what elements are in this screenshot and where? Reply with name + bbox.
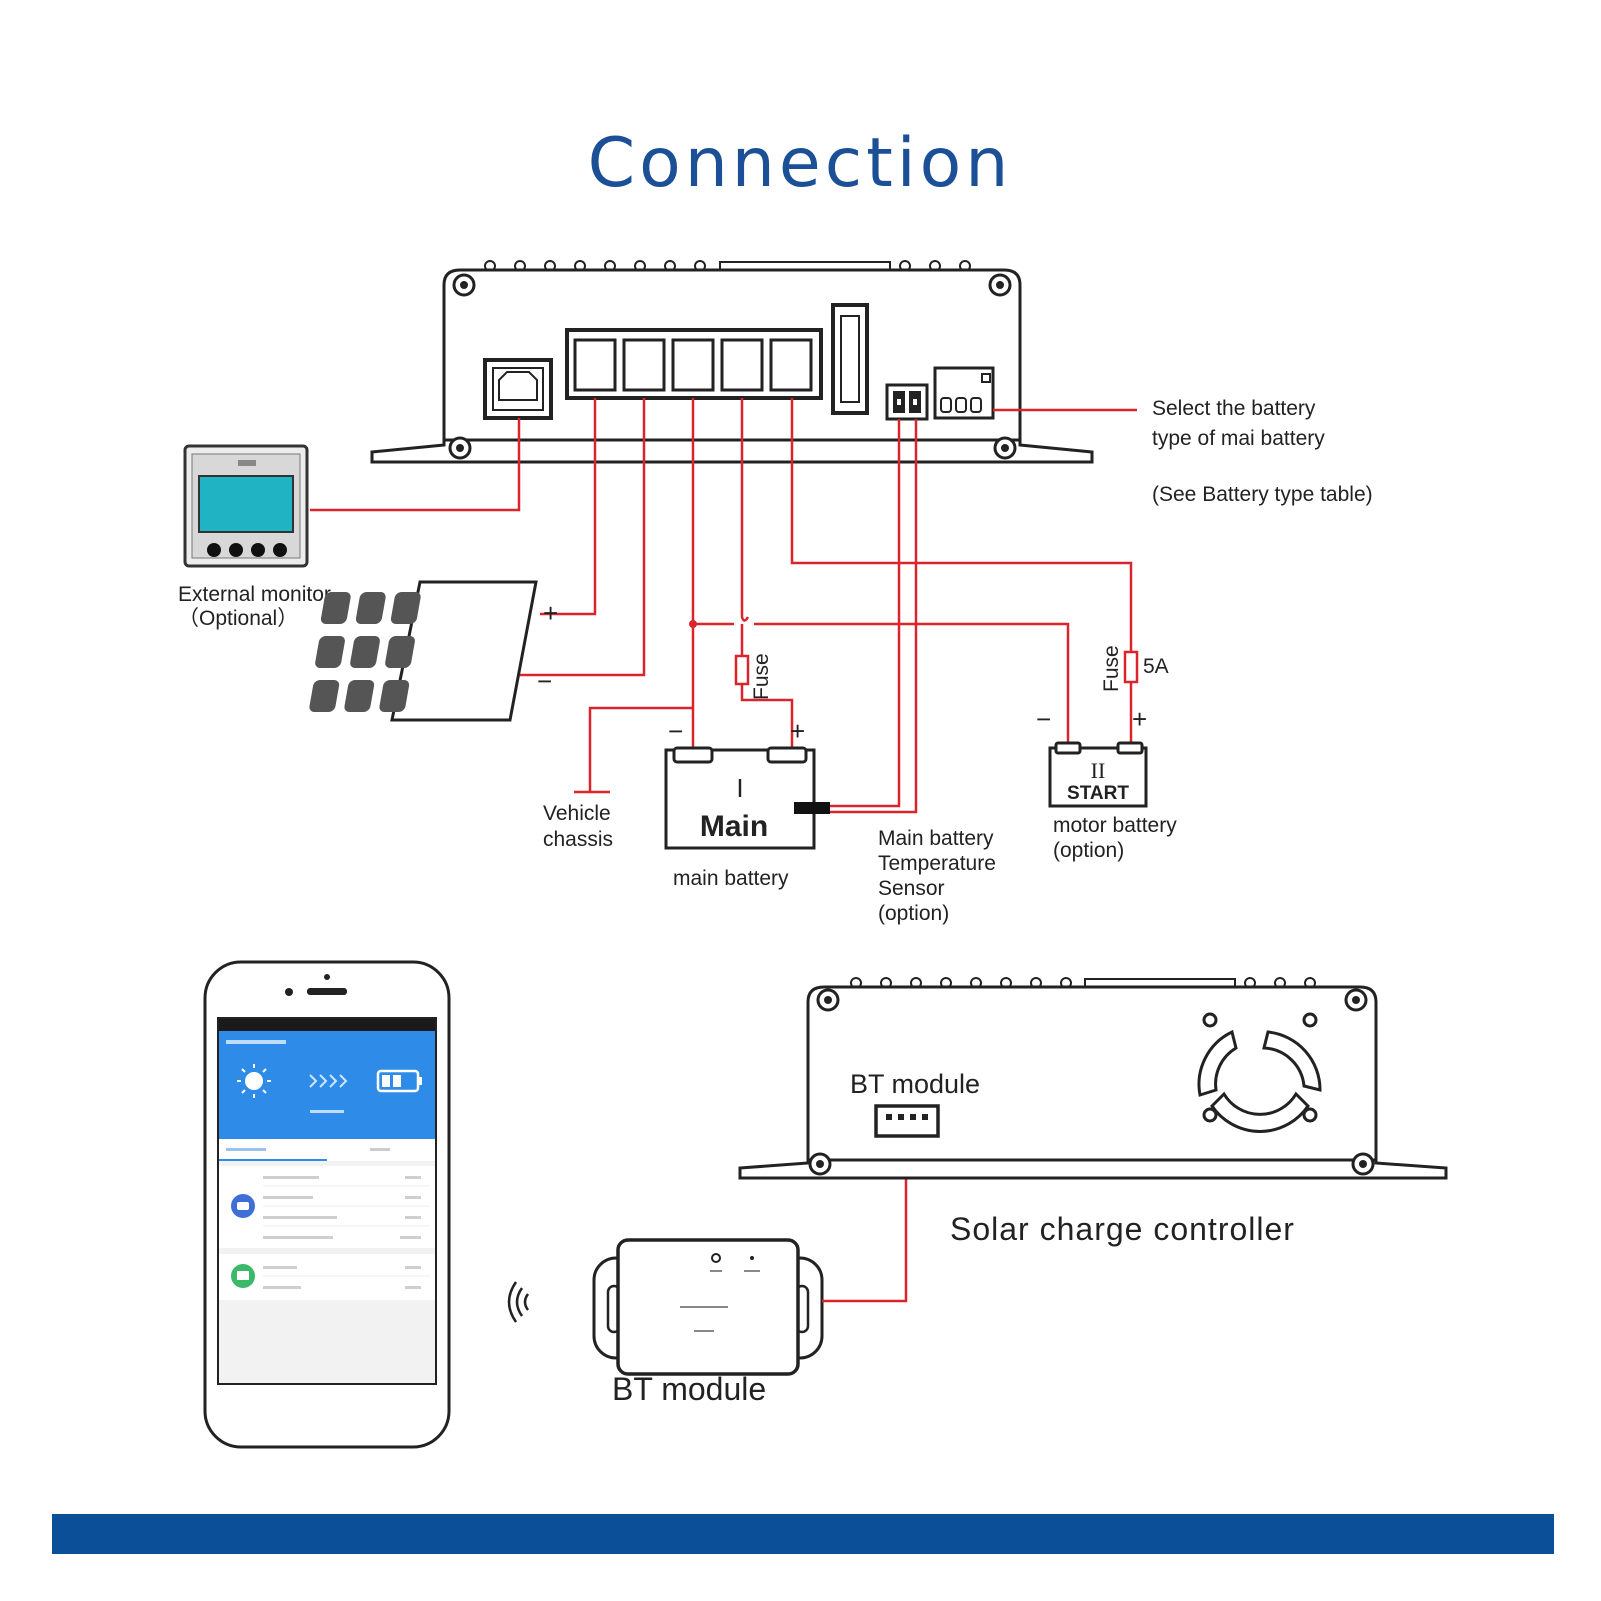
main-battery (664, 746, 830, 850)
main-fuse-label: Fuse (750, 653, 773, 700)
sensor-label-2: Temperature (878, 852, 996, 875)
start-battery (1048, 741, 1148, 808)
bottom-controller-body (806, 985, 1378, 1162)
reset-hole (750, 1256, 754, 1260)
battery-type-dip-switch (933, 366, 995, 420)
start-battery-word: START (1067, 783, 1129, 804)
top-controller-flange (370, 438, 1094, 464)
monitor-screen (198, 475, 294, 533)
pv-minus-sign: − (537, 666, 552, 696)
external-monitor (183, 444, 309, 568)
sun-icon (237, 1064, 271, 1098)
fuse-icon (1123, 650, 1139, 684)
fan-icon (1197, 1012, 1322, 1133)
external-monitor-optional: （Optional） (178, 607, 298, 630)
battery-select-label-1: Select the battery (1152, 397, 1316, 420)
smartphone (203, 960, 451, 1449)
wiring-top (310, 398, 1139, 814)
footer-bar (52, 1514, 1554, 1554)
sensor-label-4: (option) (878, 902, 949, 925)
external-monitor-label: External monitor (178, 583, 331, 606)
sensor-connector (885, 383, 929, 421)
speaker-grille (307, 988, 347, 995)
main-battery-caption: main battery (673, 867, 789, 890)
main-battery-roman: I (736, 773, 743, 803)
battery-table-label: (See Battery type table) (1152, 483, 1373, 506)
top-controller (370, 260, 1094, 464)
main-battery-plus: + (790, 716, 805, 746)
motor-fuse-label: Fuse (1100, 645, 1123, 692)
bt-module-caption: BT module (612, 1371, 766, 1407)
main-battery-minus: − (668, 716, 683, 746)
wireless-signal-icon (507, 1281, 530, 1323)
battery-icon (376, 1069, 422, 1093)
fuse-icon (734, 654, 750, 686)
rj45-port (483, 358, 553, 420)
bt-wire (822, 1130, 908, 1303)
start-battery-minus: − (1036, 704, 1051, 734)
fuse-rating-label: 5A (1143, 655, 1169, 678)
start-battery-plus: + (1132, 704, 1147, 734)
bottom-controller-flange (738, 1158, 1448, 1180)
camera-icon (285, 988, 293, 996)
link-led (711, 1253, 721, 1263)
sensor-label-1: Main battery (878, 827, 994, 850)
bt-module-device (592, 1238, 824, 1376)
vehicle-chassis-label-1: Vehicle (543, 802, 611, 825)
motor-battery-option: (option) (1053, 839, 1124, 862)
bt-port (874, 1104, 940, 1138)
bt-port-label: BT module (850, 1069, 980, 1099)
sensor-label-3: Sensor (878, 877, 945, 900)
page-title: Connection (588, 124, 1013, 203)
vehicle-chassis-label-2: chassis (543, 828, 613, 851)
main-battery-word: Main (700, 810, 768, 843)
controller-caption: Solar charge controller (950, 1211, 1295, 1247)
pv-plus-sign: + (543, 598, 558, 628)
solar-panel (309, 580, 538, 722)
bottom-controller (738, 977, 1448, 1180)
charging-arrows-icon (309, 1074, 348, 1088)
usb-slot (831, 303, 869, 415)
battery-select-label-2: type of mai battery (1152, 427, 1325, 450)
motor-battery-label: motor battery (1053, 814, 1177, 837)
start-battery-roman: II (1091, 758, 1106, 783)
terminal-block (565, 328, 823, 400)
